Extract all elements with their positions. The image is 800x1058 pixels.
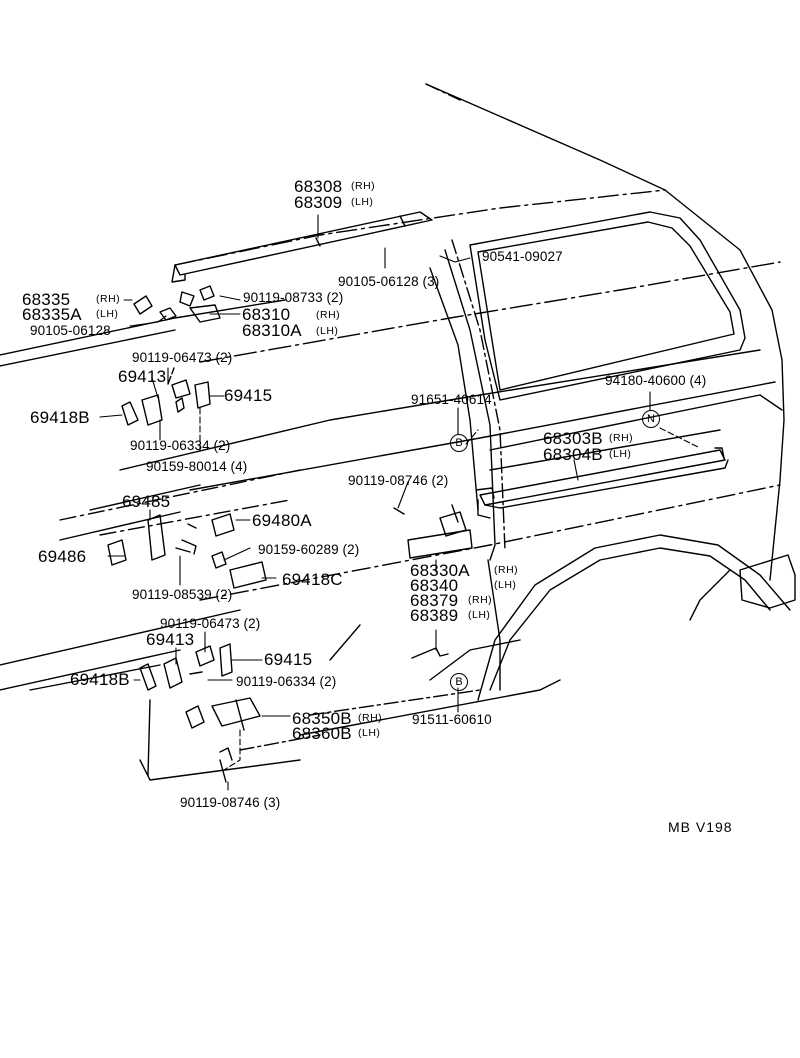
- label-68379-rh: (RH): [468, 594, 493, 606]
- label-68330A-rh: (RH): [494, 564, 519, 576]
- roof-side-molding: [475, 447, 729, 519]
- label-69418C: 69418C: [282, 570, 343, 589]
- label-68304B-lh: (LH): [609, 448, 632, 460]
- label-68310-rh: (RH): [316, 309, 341, 321]
- roof-drip-molding: [171, 211, 433, 283]
- marker-b-lower: B: [450, 673, 468, 691]
- label-68340-lh: (LH): [494, 579, 517, 591]
- label-68309-lh: (LH): [351, 196, 374, 208]
- label-68335: 68335: [22, 290, 71, 309]
- label-69415-lower: 69415: [264, 650, 313, 669]
- vehicle-body-outline: [0, 83, 796, 781]
- label-69413-upper: 69413: [118, 367, 167, 386]
- label-68310A: 68310A: [242, 321, 302, 340]
- label-90159-60289: 90159-60289 (2): [258, 542, 360, 557]
- label-68340: 68340: [410, 576, 459, 595]
- label-68360B-lh: (LH): [358, 727, 381, 739]
- label-68310: 68310: [242, 305, 291, 324]
- label-90119-08746-2: 90119-08746 (2): [348, 473, 449, 488]
- label-91651-40614: 91651-40614: [411, 392, 492, 407]
- label-68335A-lh: (LH): [96, 308, 119, 320]
- label-68304B: 68304B: [543, 445, 603, 464]
- label-90105-06128: 90105-06128: [30, 323, 111, 338]
- label-68360B: 68360B: [292, 724, 352, 743]
- label-68308-rh: (RH): [351, 180, 376, 192]
- label-90119-08539: 90119-08539 (2): [132, 587, 233, 602]
- label-69486: 69486: [38, 547, 87, 566]
- marker-n: N: [642, 410, 660, 428]
- label-90105-06128-3: 90105-06128 (3): [338, 274, 440, 289]
- label-68310A-lh: (LH): [316, 325, 339, 337]
- label-68350B: 68350B: [292, 709, 352, 728]
- label-68309: 68309: [294, 193, 343, 212]
- center-lock-parts: [107, 504, 473, 659]
- label-69485: 69485: [122, 492, 171, 511]
- label-69413-lower: 69413: [146, 630, 195, 649]
- label-68303B: 68303B: [543, 429, 603, 448]
- label-90119-06334-lower: 90119-06334 (2): [236, 674, 337, 689]
- label-90541-09027: 90541-09027: [482, 249, 563, 264]
- upper-hinge-parts: [121, 285, 221, 426]
- leader-lines: [99, 214, 701, 791]
- label-68335-rh: (RH): [96, 293, 121, 305]
- label-90119-06473-lower: 90119-06473 (2): [160, 616, 261, 631]
- diagram-code: MB V198: [668, 819, 733, 835]
- label-68389-lh: (LH): [468, 609, 491, 621]
- label-68389: 68389: [410, 606, 459, 625]
- label-90119-06473-upper: 90119-06473 (2): [132, 350, 233, 365]
- label-68379: 68379: [410, 591, 459, 610]
- label-69418B-upper: 69418B: [30, 408, 90, 427]
- label-90119-08746-3: 90119-08746 (3): [180, 795, 281, 810]
- label-90119-08733: 90119-08733 (2): [243, 290, 344, 305]
- label-91511-60610: 91511-60610: [412, 712, 492, 727]
- marker-b-upper: B: [450, 434, 468, 452]
- label-68303B-rh: (RH): [609, 432, 634, 444]
- label-90119-06334-upper: 90119-06334 (2): [130, 438, 231, 453]
- label-69415-upper: 69415: [224, 386, 273, 405]
- label-68308: 68308: [294, 177, 343, 196]
- label-68335A: 68335A: [22, 305, 82, 324]
- label-90159-80014: 90159-80014 (4): [146, 459, 248, 474]
- label-68330A: 68330A: [410, 561, 470, 580]
- label-68350B-rh: (RH): [358, 712, 383, 724]
- label-94180-40600: 94180-40600 (4): [605, 373, 707, 388]
- label-69418B-lower: 69418B: [70, 670, 130, 689]
- label-69480A: 69480A: [252, 511, 312, 530]
